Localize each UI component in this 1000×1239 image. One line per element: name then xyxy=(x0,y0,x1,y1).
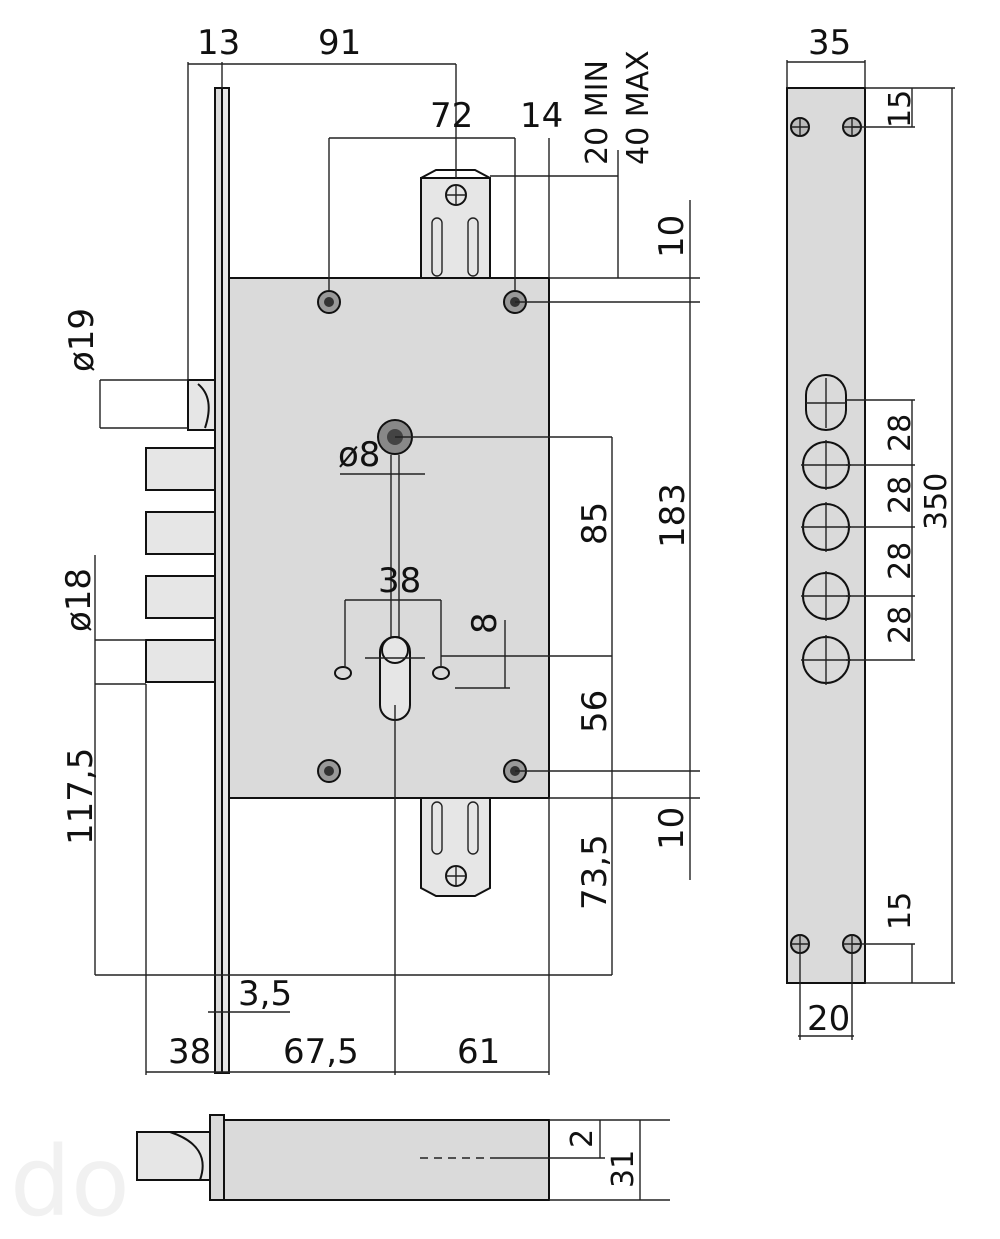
dim-10-top: 10 xyxy=(652,215,692,258)
dim-183: 183 xyxy=(653,483,693,548)
dim-dia-18: ø18 xyxy=(59,568,99,632)
dim-91: 91 xyxy=(318,23,361,63)
dim-38-top: 38 xyxy=(378,561,421,601)
lock-front-view: 13 91 72 14 20 MIN 40 MAX 10 ø19 ø8 85 1… xyxy=(59,23,700,1075)
dead-bolt-4 xyxy=(145,639,216,683)
faceplate-latch-hole xyxy=(805,374,847,431)
faceplate-screw-tl xyxy=(790,117,810,137)
dim-350: 350 xyxy=(919,473,954,530)
dim-dia-8: ø8 xyxy=(338,435,380,475)
dim-20: 20 xyxy=(807,999,850,1039)
dim-35: 35 xyxy=(808,23,851,63)
case-screw-top-left xyxy=(317,290,341,314)
top-view-bolt xyxy=(136,1131,218,1181)
dim-2: 2 xyxy=(565,1129,600,1148)
bottom-tongue xyxy=(420,797,491,897)
faceplate-edge xyxy=(221,87,230,1074)
dim-28-4: 28 xyxy=(883,606,918,644)
dim-15-bottom: 15 xyxy=(883,892,918,930)
faceplate-side-view: 35 15 28 28 28 28 350 15 20 xyxy=(786,23,955,1040)
front-dimension-lines xyxy=(94,62,700,1075)
watermark-text: do xyxy=(10,1126,130,1234)
lock-case xyxy=(228,277,550,799)
dim-13: 13 xyxy=(197,23,240,63)
dim-15-top: 15 xyxy=(883,90,918,128)
dim-31: 31 xyxy=(606,1150,641,1188)
dead-bolt-3 xyxy=(145,575,216,619)
lock-top-view: 2 31 xyxy=(136,1114,670,1201)
dim-117-5: 117,5 xyxy=(61,748,101,845)
dead-bolt-1 xyxy=(145,447,216,491)
dim-20-min: 20 MIN xyxy=(580,60,615,165)
dim-61: 61 xyxy=(457,1032,500,1072)
case-screw-bottom-left xyxy=(317,759,341,783)
dim-14: 14 xyxy=(520,96,563,136)
dim-10-bottom: 10 xyxy=(652,807,692,850)
dim-28-3: 28 xyxy=(883,542,918,580)
dim-dia-19: ø19 xyxy=(62,308,102,372)
dim-3-5: 3,5 xyxy=(238,974,292,1014)
dim-56: 56 xyxy=(575,690,615,733)
faceplate-screw-bl xyxy=(790,934,810,954)
top-view-faceplate xyxy=(209,1114,225,1201)
dim-28-2: 28 xyxy=(883,476,918,514)
side-dimension-lines xyxy=(786,60,955,1040)
cylinder-screw-left xyxy=(334,666,352,680)
dim-72: 72 xyxy=(430,96,473,136)
top-view-case xyxy=(223,1119,550,1201)
dim-85: 85 xyxy=(575,502,615,545)
dim-28-1: 28 xyxy=(883,414,918,452)
dim-67-5: 67,5 xyxy=(283,1032,359,1072)
dim-8-small: 8 xyxy=(465,612,505,634)
dim-38-bottom: 38 xyxy=(168,1032,211,1072)
dim-73-5: 73,5 xyxy=(575,834,615,910)
dead-bolt-2 xyxy=(145,511,216,555)
dim-40-max: 40 MAX xyxy=(621,50,656,165)
